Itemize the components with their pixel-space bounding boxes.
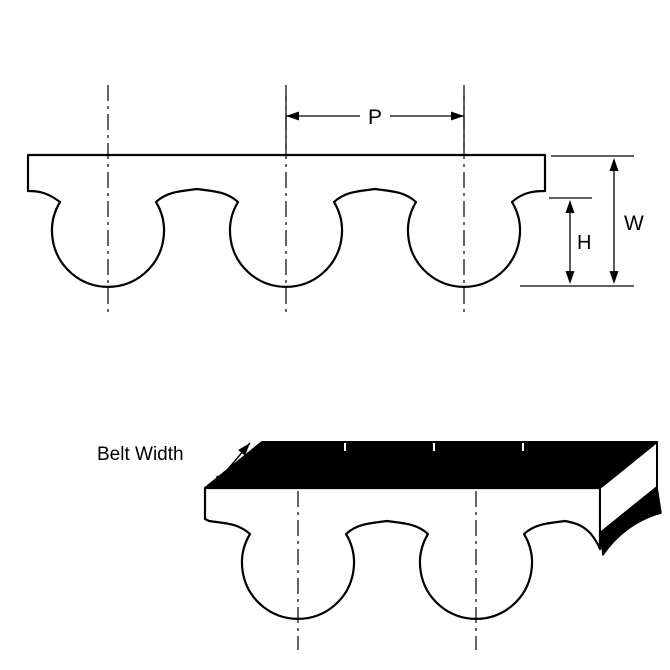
pitch-label: P — [368, 106, 382, 129]
arrowhead-up — [609, 158, 619, 171]
belt-width-annotation: Belt Width — [97, 442, 251, 489]
belt-end-shaded-wedge — [599, 486, 662, 556]
arrowhead-down — [609, 271, 619, 284]
belt-end-face — [599, 441, 658, 534]
height-label: H — [577, 232, 591, 254]
width-dimension: W — [609, 158, 644, 284]
arrowhead-right — [451, 111, 464, 121]
arrowhead-upper — [238, 443, 250, 456]
belt-cross-section-profile — [26, 153, 547, 288]
arrowhead-down — [565, 271, 575, 284]
width-label: W — [624, 212, 644, 235]
height-dimension: H — [565, 200, 591, 284]
belt-top-surface — [204, 441, 658, 489]
belt-front-face — [203, 486, 602, 620]
pitch-dimension: P — [285, 96, 465, 150]
arrowhead-up — [565, 200, 575, 213]
arrowhead-lower — [212, 475, 224, 488]
belt-width-label: Belt Width — [97, 444, 184, 465]
arrowhead-left — [286, 111, 299, 121]
